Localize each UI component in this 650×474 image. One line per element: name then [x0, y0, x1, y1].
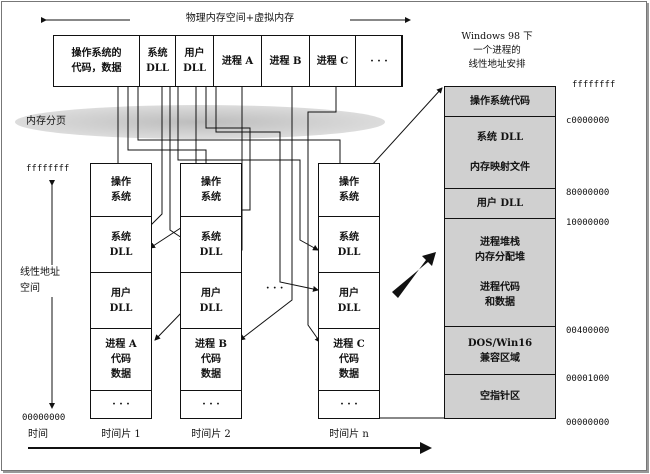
connector-proc-b	[239, 87, 293, 341]
paging-ellipse	[15, 105, 385, 139]
slice-2-cell-4: · · ·	[180, 390, 242, 419]
time-label: 时间	[28, 429, 48, 440]
layout-address-5: 00000000	[566, 418, 610, 428]
slice-1-label: 时间片 1	[101, 429, 141, 440]
slice-3-cell-4: · · ·	[318, 390, 380, 419]
slice-1-cell-3: 进程 A 代码 数据	[90, 328, 152, 391]
right-panel-title: Windows 98 下 一个进程的 线性地址安排	[461, 31, 533, 70]
layout-address-0: c0000000	[566, 116, 610, 126]
layout-row-5: 空指针区	[444, 374, 556, 419]
layout-row-4: DOS/Win16 兼容区域	[444, 326, 556, 375]
slice-1-cell-1: 系统 DLL	[90, 216, 152, 273]
connector-os-b	[127, 87, 209, 173]
slice-1-cell-0: 操作 系统	[90, 163, 152, 217]
top-title: 物理内存空间+虚拟内存	[130, 12, 350, 26]
connector-userdll-b	[205, 87, 251, 213]
layout-row-0: 操作系统代码	[444, 86, 556, 117]
slice-2-cell-1: 系统 DLL	[180, 216, 242, 273]
connector-sysdll-c	[177, 87, 319, 251]
top-bar-cell-5: 进程 C	[309, 35, 356, 87]
top-bar-cell-3: 进程 A	[213, 35, 262, 87]
layout-row-1: 系统 DLL 内存映射文件	[444, 116, 556, 189]
layout-address-1: 80000000	[566, 188, 610, 198]
left-top-address: ffffffff	[26, 164, 70, 174]
paging-label: 内存分页	[26, 116, 66, 127]
slice-3-cell-0: 操作 系统	[318, 163, 380, 217]
slice-1-cell-2: 用户 DLL	[90, 272, 152, 329]
top-bar-cell-2: 用户 DLL	[175, 35, 214, 87]
between-slices-ellipsis: · · ·	[266, 283, 284, 294]
layout-address-2: 10000000	[566, 218, 610, 228]
connector-userdll-c	[215, 87, 319, 292]
top-bar-cell-1: 系统 DLL	[139, 35, 176, 87]
slice-n-label: 时间片 n	[329, 429, 369, 440]
top-bar-cell-0: 操作系统的 代码，数据	[53, 35, 140, 87]
left-bottom-address: 00000000	[22, 413, 66, 423]
slice-2-cell-0: 操作 系统	[180, 163, 242, 217]
linear-address-label: 线性地址 空间	[20, 265, 60, 297]
top-bar-cell-6: · · ·	[355, 35, 403, 87]
expand-line-top	[371, 87, 443, 166]
slice-2-cell-3: 进程 B 代码 数据	[180, 328, 242, 391]
connector-os-c	[137, 87, 343, 173]
slice-3-cell-2: 用户 DLL	[318, 272, 380, 329]
layout-address-3: 00400000	[566, 326, 610, 336]
slice-3-cell-3: 进程 C 代码 数据	[318, 328, 380, 391]
layout-row-2: 用户 DLL	[444, 188, 556, 219]
connector-proc-c	[307, 87, 337, 343]
big-arrow	[392, 252, 436, 298]
slice-1-cell-4: · · ·	[90, 390, 152, 419]
slice-3-cell-1: 系统 DLL	[318, 216, 380, 273]
layout-row-3: 进程堆栈 内存分配堆 进程代码 和数据	[444, 218, 556, 327]
slice-2-cell-2: 用户 DLL	[180, 272, 242, 329]
layout-address-4: 00001000	[566, 374, 610, 384]
slice-2-label: 时间片 2	[191, 429, 231, 440]
top-bar-cell-4: 进程 B	[261, 35, 310, 87]
right-top-address: ffffffff	[572, 80, 616, 90]
